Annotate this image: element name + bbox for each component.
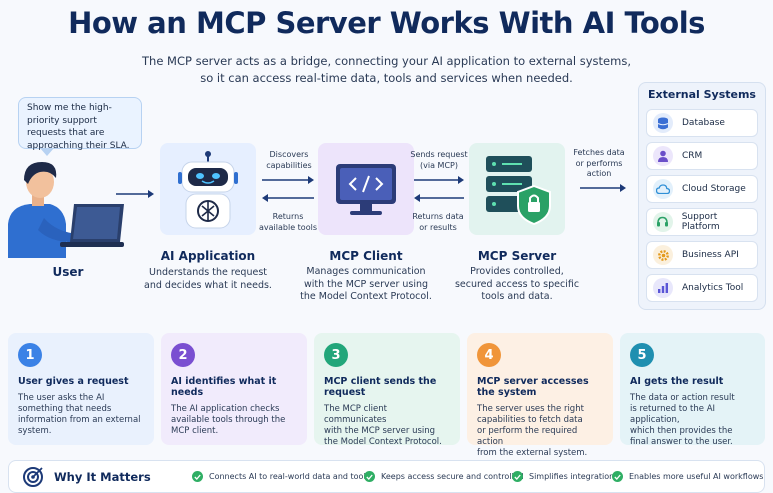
- arrow-user-to-ai: [116, 190, 154, 198]
- user-label: User: [52, 265, 84, 279]
- robot-icon: [178, 151, 238, 229]
- external-systems-title: External Systems: [648, 88, 756, 101]
- page-title: How an MCP Server Works With AI Tools: [68, 6, 705, 40]
- step-desc: The data or action result is returned to…: [630, 393, 735, 447]
- step-title: AI identifies what it needs: [171, 376, 277, 398]
- external-item-cloud-storage: Cloud Storage: [646, 175, 758, 203]
- mcp-server-label: MCP Server: [477, 249, 557, 263]
- why-it-matters-title: Why It Matters: [54, 470, 151, 484]
- step-title: MCP client sends the request: [324, 376, 437, 398]
- ai-application-desc: Understands the request and decides what…: [144, 267, 272, 291]
- step-desc: The MCP client communicates with the MCP…: [324, 404, 442, 447]
- why-item-4: Enables more useful AI workflows: [612, 471, 763, 482]
- step-number: 5: [630, 343, 654, 367]
- arrows-client-server: [414, 176, 464, 202]
- external-item-crm: CRM: [646, 142, 758, 170]
- person-icon: [653, 146, 673, 166]
- target-icon: [23, 467, 43, 487]
- sends-request-label: Sends request (via MCP): [410, 150, 468, 170]
- database-icon: [653, 113, 673, 133]
- mcp-client-label: MCP Client: [329, 249, 403, 263]
- check-icon: [612, 471, 623, 482]
- step-number: 1: [18, 343, 42, 367]
- fetches-data-label: Fetches data or performs action: [573, 148, 625, 178]
- check-icon: [512, 471, 523, 482]
- step-number: 4: [477, 343, 501, 367]
- code-monitor-icon: [336, 164, 396, 215]
- external-item-business-api: Business API: [646, 241, 758, 269]
- page-subtitle: The MCP server acts as a bridge, connect…: [142, 54, 631, 85]
- step-title: MCP server accesses the system: [477, 376, 589, 398]
- step-desc: The user asks the AI something that need…: [18, 393, 141, 436]
- external-item-support-platform: Support Platform: [646, 208, 758, 236]
- arrows-ai-client: [262, 176, 314, 202]
- step-title: User gives a request: [18, 376, 129, 387]
- step-title: AI gets the result: [630, 376, 724, 387]
- headset-icon: [653, 212, 673, 232]
- gear-icon: [653, 245, 673, 265]
- step-1-card: 1 User gives a request The user asks the…: [8, 333, 154, 445]
- external-item-database: Database: [646, 109, 758, 137]
- check-icon: [192, 471, 203, 482]
- why-it-matters-bar: [8, 460, 765, 493]
- arrow-server-to-external: [580, 184, 626, 192]
- cloud-icon: [653, 179, 673, 199]
- why-item-1: Connects AI to real-world data and tools: [192, 471, 370, 482]
- user-with-laptop-icon: [8, 162, 124, 258]
- step-number: 2: [171, 343, 195, 367]
- returns-available-tools-label: Returns available tools: [259, 212, 317, 232]
- discovers-capabilities-label: Discovers capabilities: [266, 150, 312, 170]
- why-item-2: Keeps access secure and controlled: [364, 471, 524, 482]
- step-2-card: 2 AI identifies what it needs The AI app…: [161, 333, 307, 445]
- ai-application-label: AI Application: [160, 249, 256, 263]
- step-5-card: 5 AI gets the result The data or action …: [620, 333, 765, 447]
- bubble-tail: [40, 148, 54, 156]
- user-speech-bubble: Show me the high-priority support reques…: [18, 97, 142, 151]
- why-item-3: Simplifies integrations: [512, 471, 618, 482]
- server-shield-icon: [486, 156, 551, 226]
- step-desc: The server uses the right capabilities t…: [477, 404, 588, 458]
- step-3-card: 3 MCP client sends the request The MCP c…: [314, 333, 460, 447]
- external-item-analytics-tool: Analytics Tool: [646, 274, 758, 302]
- step-number: 3: [324, 343, 348, 367]
- check-icon: [364, 471, 375, 482]
- mcp-server-desc: Provides controlled, secured access to s…: [454, 266, 580, 302]
- step-4-card: 4 MCP server accesses the system The ser…: [467, 333, 613, 458]
- step-desc: The AI application checks available tool…: [171, 404, 286, 436]
- mcp-client-desc: Manages communication with the MCP serve…: [300, 266, 432, 302]
- returns-data-label: Returns data or results: [412, 212, 464, 232]
- chart-icon: [653, 278, 673, 298]
